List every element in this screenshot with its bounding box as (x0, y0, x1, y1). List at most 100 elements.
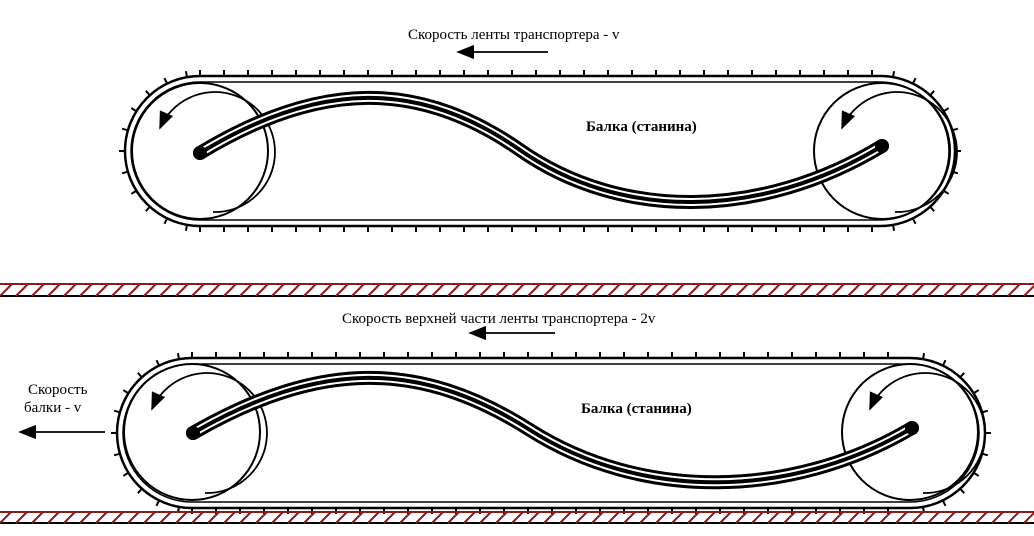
belt-tooth (892, 71, 896, 78)
ground-hatch (127, 511, 140, 524)
ground-hatch (863, 283, 877, 297)
ground-hatch (671, 511, 684, 524)
ground-hatch (687, 511, 700, 524)
ground-hatch (879, 511, 892, 524)
ground-hatch (975, 511, 988, 524)
ground-hatch (623, 283, 637, 297)
ground-hatch (159, 283, 173, 297)
ground-hatch (559, 283, 573, 297)
ground-hatch (415, 283, 429, 297)
belt-tooth (121, 170, 129, 175)
ground-hatch (255, 283, 269, 297)
top-belt-teeth (119, 70, 961, 232)
belt-tooth (911, 77, 917, 85)
ground-hatch (495, 283, 509, 297)
ground-hatch (591, 283, 605, 297)
belt-tooth (137, 488, 143, 494)
belt-tooth (122, 389, 129, 395)
ground-hatch (847, 511, 860, 524)
ground-hatch (943, 283, 957, 297)
bottom-right-pulley (841, 363, 979, 501)
ground-hatch (239, 283, 253, 297)
ground-line-bottom (0, 511, 1034, 524)
ground-hatch (991, 283, 1005, 297)
ground-hatch (607, 283, 621, 297)
ground-hatch (383, 283, 397, 297)
ground-hatch (655, 283, 669, 297)
ground-hatch (351, 283, 365, 297)
ground-hatch (735, 283, 749, 297)
top-belt-outer (123, 74, 957, 228)
ground-hatch (399, 283, 413, 297)
ground-hatch (783, 511, 796, 524)
top-beam-core (198, 95, 884, 204)
ground-hatch (191, 511, 204, 524)
ground-hatch (143, 283, 157, 297)
ground-hatch (447, 283, 461, 297)
ground-hatch (751, 511, 764, 524)
ground-hatch (431, 511, 444, 524)
ground-hatch (575, 283, 589, 297)
ground-hatch (863, 511, 876, 524)
ground-hatch (319, 511, 332, 524)
belt-tooth (121, 127, 129, 132)
ground-hatch (767, 283, 781, 297)
bottom-right-axle (905, 421, 919, 435)
ground-hatch (799, 283, 813, 297)
top-left-rotation-arrow (159, 91, 276, 213)
top-right-pulley (813, 82, 951, 220)
ground-hatch (1007, 283, 1021, 297)
ground-hatch (527, 283, 541, 297)
ground-hatch (351, 511, 364, 524)
belt-tooth (130, 189, 137, 195)
ground-hatch (159, 511, 172, 524)
belt-tooth (892, 224, 896, 231)
belt-tooth (973, 389, 980, 395)
ground-hatch (719, 283, 733, 297)
ground-hatch (79, 511, 92, 524)
ground-hatch (655, 511, 668, 524)
ground-hatch (127, 283, 141, 297)
belt-tooth (145, 90, 151, 96)
ground-hatch (911, 283, 925, 297)
belt-tooth (941, 359, 947, 367)
belt-tooth (113, 452, 121, 457)
beam-speed-label-line2: балки - v (24, 400, 82, 416)
belt-tooth (943, 189, 950, 195)
ground-hatch (975, 283, 989, 297)
ground-hatch (767, 511, 780, 524)
belt-tooth (959, 372, 965, 378)
ground-hatch (607, 511, 620, 524)
ground-hatch (623, 511, 636, 524)
ground-hatch (95, 283, 109, 297)
belt-tooth (122, 471, 129, 477)
ground-hatch (31, 283, 45, 297)
ground-hatch (335, 283, 349, 297)
belt-tooth (941, 499, 947, 507)
ground-hatch (287, 283, 301, 297)
top-right-axle (875, 139, 889, 153)
top-left-pulley (131, 82, 269, 220)
ground-hatch (687, 283, 701, 297)
bottom-left-rotation-arrow (151, 372, 268, 494)
ground-hatch (879, 283, 893, 297)
belt-tooth (130, 107, 137, 113)
belt-tooth (155, 499, 161, 507)
ground-hatch (319, 283, 333, 297)
ground-hatch (543, 511, 556, 524)
ground-hatch (0, 283, 13, 297)
ground-hatch (543, 283, 557, 297)
ground-hatch (911, 511, 924, 524)
ground-hatch (367, 283, 381, 297)
belt-tooth (176, 353, 180, 360)
ground-hatch (751, 283, 765, 297)
bottom-left-axle (186, 426, 200, 440)
ground-hatch (1023, 284, 1034, 297)
ground-hatch (927, 283, 941, 297)
ground-hatch (895, 283, 909, 297)
ground-hatch (847, 283, 861, 297)
belt-tooth (929, 90, 935, 96)
ground-hatch (399, 511, 412, 524)
belt-tooth (163, 217, 169, 225)
top-right-rotation-arrow (841, 91, 958, 213)
